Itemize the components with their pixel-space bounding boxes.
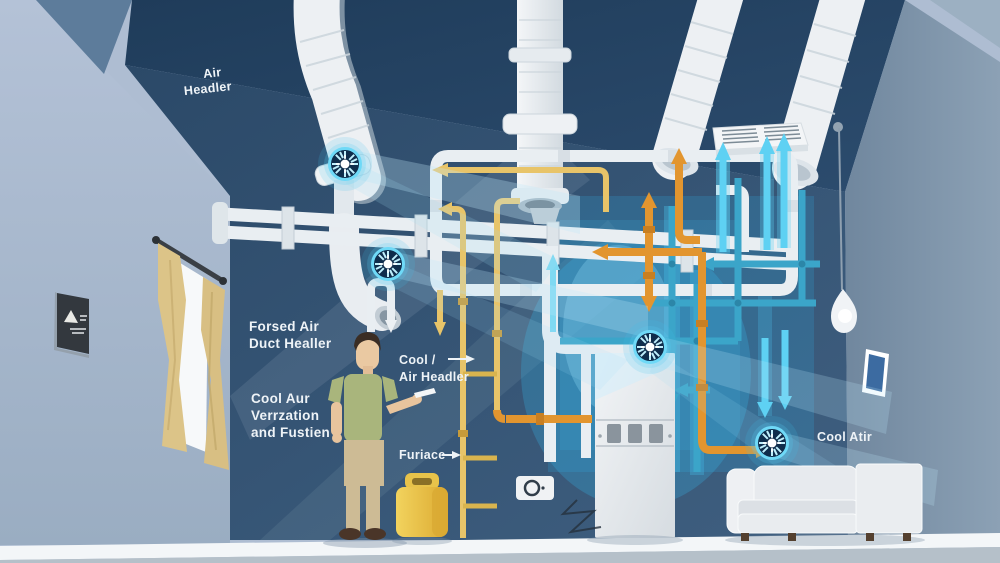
fan-icon [743, 414, 801, 472]
diagram-labels: Air Headler Forsed Air Duct Healler Cool… [183, 65, 872, 462]
duct-ring-lines [299, 29, 370, 139]
label-forced-air-duct: Forsed Air [249, 319, 319, 334]
label-air-header: Air [202, 65, 222, 81]
label-cool-air-ventilation: Verrzation [251, 408, 319, 423]
vertical-duct-center [502, 0, 578, 224]
picture-frame-dark [54, 292, 89, 358]
wall-outlet [516, 476, 554, 500]
curtain-right [201, 277, 229, 470]
person-shoe [339, 528, 361, 540]
label-cool-air-ventilation: and Fustien [251, 425, 330, 440]
label-arrow-right [466, 355, 475, 363]
flow-arrow-up [715, 142, 731, 160]
picture-frame-blue [862, 349, 889, 397]
flow-arrow-up [546, 254, 560, 270]
furnace-vent-slots [607, 424, 663, 443]
floor-shadows [323, 534, 925, 548]
fan-icon [359, 235, 417, 293]
flow-arrow-up [776, 133, 792, 151]
label-cool-air-handler: Cool / [399, 353, 436, 367]
person [328, 332, 436, 540]
person-shirt [344, 374, 382, 442]
duct-elbow-top-left [293, 0, 381, 201]
flow-arrow-down [641, 296, 657, 312]
label-forced-air-duct: Duct Healler [249, 336, 332, 351]
flow-arrow-down [778, 396, 792, 410]
pendant-lamp [831, 122, 857, 333]
power-cable [560, 499, 602, 534]
person-hair [354, 332, 381, 351]
couch-legs [741, 533, 911, 541]
flow-arrow-left [700, 257, 714, 271]
flow-arrow-down-white [385, 320, 397, 333]
label-cool-air-ventilation: Cool Aur [251, 391, 310, 406]
mountain-logo-icon [64, 310, 78, 323]
portable-heater [396, 473, 448, 537]
curtain-rod [153, 237, 226, 284]
couch [726, 463, 923, 541]
label-arrow-right [452, 451, 461, 459]
window-curtains [152, 236, 229, 470]
label-cool-air-handler: Air Headler [399, 370, 469, 384]
flow-arrow-up [759, 136, 775, 154]
right-wall-top-corner [930, 0, 1000, 48]
picture-frame-icon [57, 293, 89, 354]
wall-outlet-icon [523, 479, 541, 497]
person-shoe [364, 528, 386, 540]
curtain-left [158, 243, 187, 452]
flow-arrow-down [757, 402, 773, 418]
flow-arrow-left [674, 383, 688, 397]
flow-arrow-left [592, 244, 608, 260]
label-cool-air: Cool Atir [817, 430, 872, 444]
floor-strip [0, 533, 1000, 560]
ceiling-light-wedge [36, 0, 132, 74]
furnace-pipes [432, 163, 609, 538]
handheld-paper [414, 388, 436, 398]
flow-arrow-up [641, 192, 657, 208]
flow-arrow-down [434, 322, 446, 336]
person-pants [344, 440, 384, 486]
label-air-header: Headler [183, 79, 232, 98]
fan-icon [316, 135, 374, 193]
frame-fine-print-marks [70, 315, 87, 334]
cool-air-pipes [546, 133, 820, 472]
warm-air-pipes [493, 148, 772, 458]
right-wall [845, 0, 1000, 540]
flow-arrow-left [432, 163, 448, 177]
flow-arrow-up [671, 148, 687, 164]
label-furnace: Furiace [399, 448, 446, 462]
floor [0, 547, 1000, 563]
flow-arrow-left [438, 202, 452, 216]
person-face [356, 338, 379, 370]
fan-icon [621, 318, 679, 376]
